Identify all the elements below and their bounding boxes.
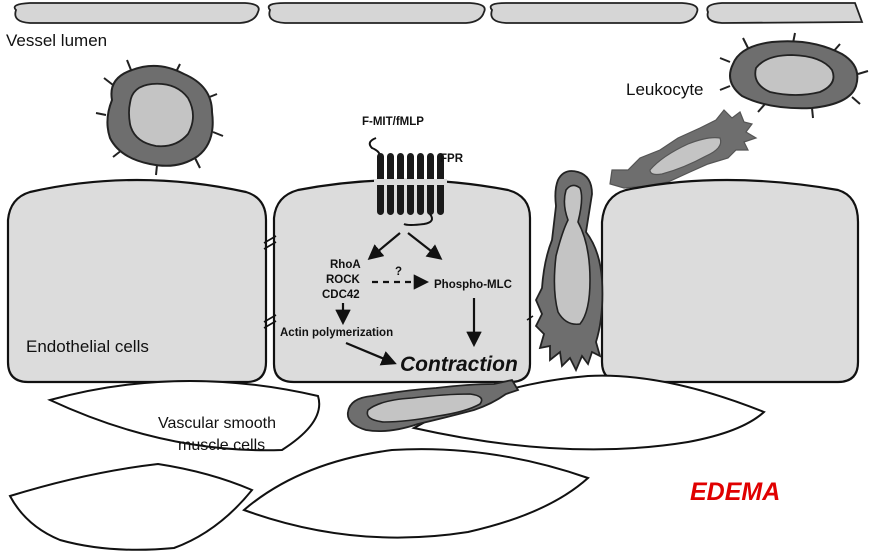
signaling-arrows <box>335 232 482 366</box>
endothelial-cells <box>6 178 860 384</box>
vsmc-label-line1: Vascular smooth <box>158 415 276 432</box>
edema-label: EDEMA <box>690 478 780 506</box>
rock-label: ROCK <box>326 274 361 286</box>
arrow-actin-to-contraction <box>345 341 397 366</box>
vsmc-1 <box>47 379 321 452</box>
vessel-lumen-label: Vessel lumen <box>6 31 107 50</box>
contraction-label: Contraction <box>400 353 518 376</box>
endothelial-cell-left <box>6 178 268 384</box>
ligand-label: F-MIT/fMLP <box>362 116 424 128</box>
endothelial-cell-right <box>600 178 860 384</box>
actin-label: Actin polymerization <box>280 327 393 339</box>
smooth-muscle-cells <box>8 374 766 551</box>
endothelial-label: Endothelial cells <box>26 337 149 356</box>
vsmc-label-line2: muscle cells <box>178 437 265 454</box>
leukocyte-extravasated <box>346 378 520 433</box>
lumen-cell-1 <box>13 2 260 24</box>
vsmc-3 <box>8 462 254 551</box>
leukocyte-rolling <box>609 109 758 189</box>
rhoa-label: RhoA <box>330 259 361 271</box>
lumen-cell-2 <box>267 2 486 24</box>
lumen-cell-3 <box>489 2 699 24</box>
fpr-receptor <box>368 137 447 226</box>
cdc42-label: CDC42 <box>322 289 360 301</box>
lumen-lining-cells <box>13 2 864 24</box>
leukocyte-left <box>95 59 224 176</box>
leukocyte-right <box>719 32 869 119</box>
lumen-cell-4 <box>706 2 864 24</box>
vsmc-4 <box>242 448 590 539</box>
endothelial-cell-middle <box>272 178 532 384</box>
junction-marks <box>263 235 534 329</box>
arrow-to-rhoa <box>367 232 401 260</box>
receptor-label: FPR <box>440 153 464 165</box>
phospho-mlc-label: Phospho-MLC <box>434 279 512 291</box>
question-label: ? <box>395 266 402 278</box>
leukocyte-label: Leukocyte <box>626 80 704 99</box>
receptor-tail <box>403 213 433 226</box>
arrow-to-phospho-mlc <box>407 232 443 260</box>
leukocyte-transmigrating <box>534 170 604 373</box>
